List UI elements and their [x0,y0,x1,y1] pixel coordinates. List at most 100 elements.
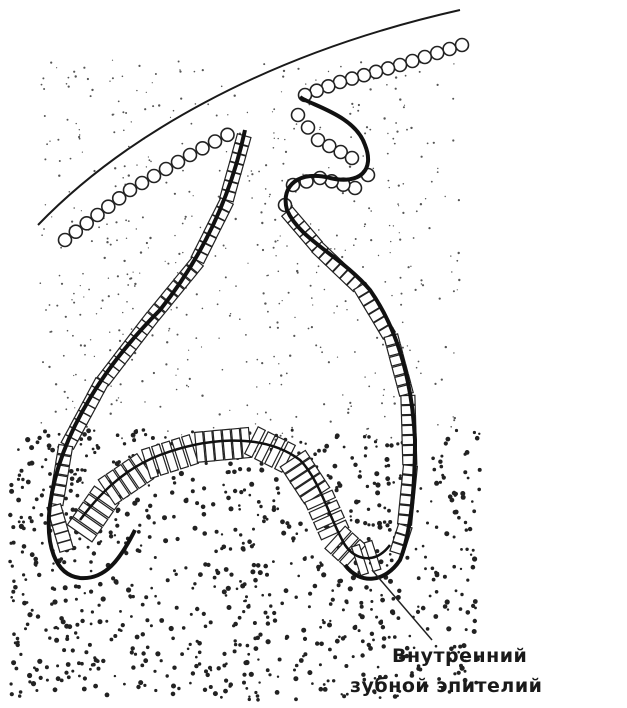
stipple-dot [214,550,218,554]
stipple-dot [351,103,353,105]
stipple-dot [227,114,228,115]
stipple-dot [48,472,52,476]
stipple-dot [114,534,116,536]
stipple-dot [93,170,95,172]
stipple-dot [81,210,82,211]
stipple-dot [250,569,255,574]
stipple-dot [390,437,392,439]
stipple-dot [249,494,252,497]
stipple-dot [389,187,390,188]
stipple-dot [171,692,176,697]
stipple-dot [172,666,176,670]
stipple-dot [447,608,449,610]
stipple-dot [302,655,305,658]
stipple-dot [108,278,109,279]
stipple-dot [215,255,217,257]
stipple-dot [151,334,153,336]
stipple-dot [346,693,349,696]
stipple-dot [206,673,210,677]
stipple-dot [84,354,86,356]
stipple-dot [122,334,123,335]
stipple-dot [123,683,126,686]
stipple-dot [19,524,24,529]
stipple-dot [321,351,323,353]
stipple-dot [333,464,338,469]
stipple-dot [118,101,120,103]
oral-epithelium-cell [209,135,222,148]
stipple-dot [399,239,401,241]
stipple-dot [26,480,31,485]
stipple-dot [282,300,283,301]
stipple-dot [128,220,130,222]
stipple-dot [274,240,276,242]
stipple-dot [274,138,275,139]
stipple-dot [393,396,395,398]
stipple-dot [433,468,437,472]
stipple-dot [176,389,178,391]
stipple-dot [82,152,83,153]
stipple-dot [308,592,312,596]
oral-epithelium-cell [406,55,419,68]
stipple-dot [233,622,238,627]
stipple-dot [92,551,96,555]
stipple-dot [93,430,95,432]
stipple-dot [65,316,67,318]
stipple-dot [179,69,180,70]
stipple-dot [358,104,360,106]
stipple-dot [471,565,476,570]
stipple-dot [226,151,227,152]
stipple-dot [201,395,203,397]
stipple-dot [275,690,280,695]
stipple-dot [222,652,226,656]
stipple-dot [53,687,58,692]
stipple-dot [191,478,195,482]
stipple-dot [342,608,345,611]
stipple-dot [353,463,357,467]
stipple-dot [98,226,100,228]
stipple-dot [84,379,86,381]
stipple-dot [148,247,149,248]
leader-line [372,570,432,640]
stipple-dot [82,687,87,692]
stipple-dot [389,553,392,556]
stipple-dot [120,383,122,385]
stipple-dot [409,635,412,638]
stipple-dot [49,141,50,142]
stipple-dot [277,492,280,495]
stipple-dot [205,462,208,465]
stipple-dot [70,158,72,160]
stipple-dot [144,108,146,110]
stipple-dot [388,636,391,639]
stipple-dot [337,579,341,583]
stipple-dot [244,660,249,665]
stipple-dot [440,455,443,458]
stipple-dot [82,432,87,437]
stipple-dot [35,668,39,672]
stipple-dot [98,604,101,607]
stipple-dot [24,627,27,630]
stipple-dot [40,493,44,497]
stipple-dot [465,628,468,631]
stipple-dot [280,235,281,236]
stipple-dot [398,205,399,206]
stipple-dot [148,156,149,157]
stipple-dot [246,644,250,648]
stipple-dot [445,346,447,348]
stipple-dot [130,650,134,654]
stipple-dot [321,572,326,577]
stipple-dot [391,611,395,615]
stipple-dot [261,362,263,364]
stipple-dot [255,423,256,424]
stipple-dot [264,302,266,304]
stipple-dot [295,664,299,668]
stipple-dot [297,575,300,578]
stipple-dot [331,598,335,602]
stipple-dot [71,670,74,673]
stipple-dot [92,448,95,451]
stipple-dot [112,460,115,463]
stipple-dot [357,319,359,321]
stipple-dot [302,174,303,175]
stipple-dot [109,534,113,538]
stipple-dot [446,626,451,631]
stipple-dot [279,303,281,305]
